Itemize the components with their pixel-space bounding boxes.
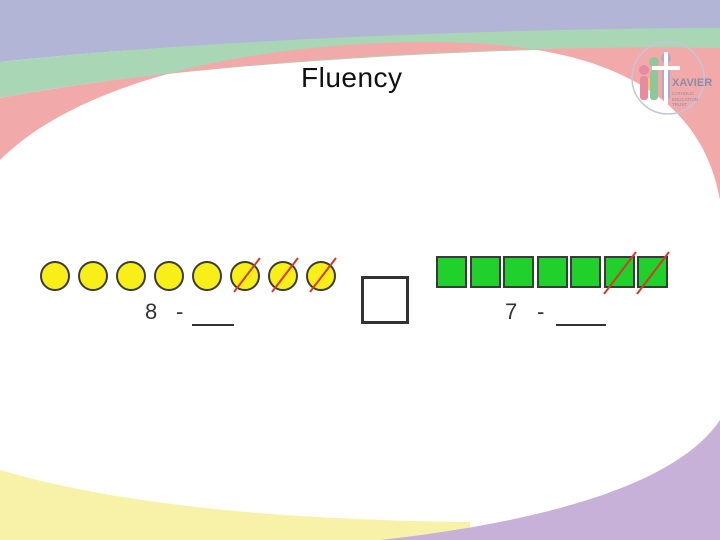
logo-name: XAVIER bbox=[672, 77, 713, 89]
left-answer-blank[interactable] bbox=[192, 324, 234, 326]
left-operator: - bbox=[176, 299, 184, 324]
logo-subtitle-line: TRUST bbox=[672, 102, 687, 107]
yellow-counter bbox=[40, 261, 70, 291]
logo-subtitle-line: EDUCATION bbox=[672, 96, 699, 102]
green-counter bbox=[436, 256, 467, 288]
yellow-counter bbox=[306, 261, 336, 291]
logo-emblem-icon bbox=[631, 41, 705, 115]
right-minuend: 7 bbox=[505, 299, 518, 324]
logo-subtitle: CATHOLIC EDUCATION TRUST bbox=[672, 91, 712, 108]
green-counter bbox=[570, 256, 601, 288]
right-operator: - bbox=[537, 299, 545, 324]
logo-subtitle-line: CATHOLIC bbox=[672, 91, 695, 96]
green-counter bbox=[637, 256, 668, 288]
yellow-counter bbox=[116, 261, 146, 291]
yellow-counter bbox=[154, 261, 184, 291]
yellow-counter bbox=[268, 261, 298, 291]
yellow-counter bbox=[192, 261, 222, 291]
right-answer-blank[interactable] bbox=[556, 324, 606, 326]
answer-box[interactable] bbox=[361, 276, 409, 324]
left-minuend: 8 bbox=[145, 299, 158, 324]
yellow-counter bbox=[230, 261, 260, 291]
green-counter bbox=[536, 256, 568, 288]
slide-title: Fluency bbox=[301, 62, 403, 93]
yellow-counter bbox=[78, 261, 108, 291]
green-counter bbox=[603, 256, 635, 288]
green-counter bbox=[469, 256, 501, 288]
green-counter bbox=[503, 256, 534, 288]
